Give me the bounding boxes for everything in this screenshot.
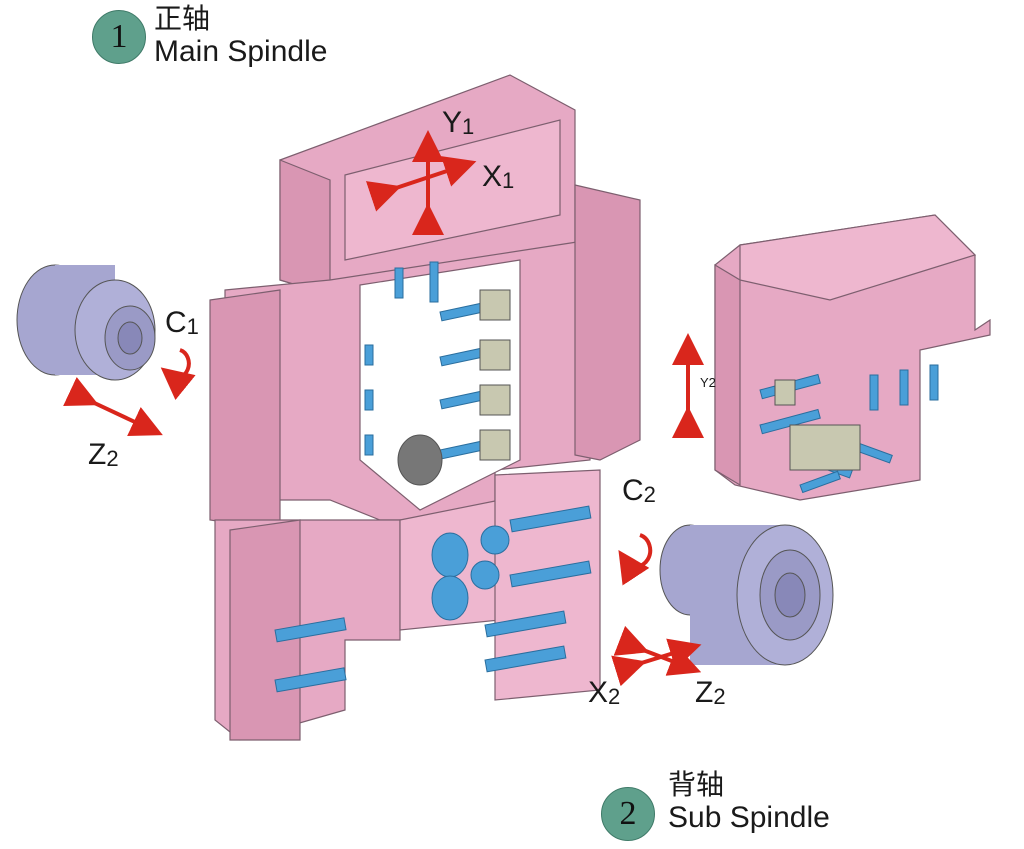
sub-spindle-chinese: 背轴: [668, 769, 725, 800]
axis-label-c1: C1: [165, 306, 199, 339]
axis-label-z2-left: Z2: [88, 438, 119, 471]
main-spindle-caption: 正轴 Main Spindle: [154, 3, 328, 68]
axis-label-z2-right: Z2: [695, 676, 726, 709]
tools: [274, 261, 939, 693]
axis-label-c2: C2: [622, 474, 656, 507]
main-spindle-body: [16, 264, 156, 381]
main-spindle-badge: 1: [92, 10, 146, 64]
main-spindle-english: Main Spindle: [154, 34, 328, 68]
axis-arrows: [63, 130, 704, 687]
sub-spindle-english: Sub Spindle: [668, 800, 830, 834]
sub-spindle-caption: 背轴 Sub Spindle: [668, 769, 830, 834]
sub-spindle-badge: 2: [601, 787, 655, 841]
main-spindle-chinese: 正轴: [154, 3, 211, 34]
axis-label-x2: X2: [588, 676, 621, 709]
sub-spindle-body: [659, 524, 834, 666]
tool-holders: [397, 289, 861, 486]
axis-label-y2: Y2: [700, 375, 716, 390]
badge-number: 1: [110, 18, 128, 55]
badge-number: 2: [619, 795, 637, 832]
axis-label-y1: Y1: [442, 106, 475, 139]
axis-label-x1: X1: [482, 160, 515, 193]
